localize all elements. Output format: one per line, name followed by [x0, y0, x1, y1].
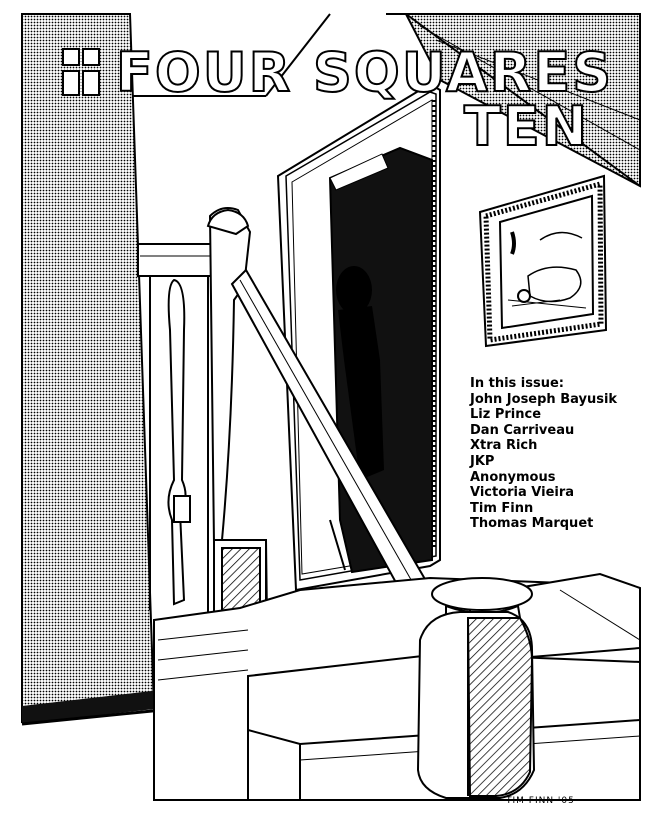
contributor-name: John Joseph Bayusik [470, 391, 618, 407]
contributor-name: Anonymous [470, 469, 556, 485]
artist-signature: TIM FINN '05 [506, 796, 575, 806]
shadow-figure [329, 266, 384, 571]
issue-number: TEN [463, 95, 589, 158]
left-wall [21, 13, 163, 726]
four-squares-logo-icon [62, 48, 102, 98]
contributor-name: Tim Finn [470, 500, 534, 516]
front-newel [416, 577, 536, 799]
framed-picture [478, 174, 608, 348]
background-railing [137, 243, 221, 612]
contributor-name: JKP [470, 453, 495, 469]
contributor-name: Xtra Rich [470, 438, 538, 454]
contributor-name: Victoria Vieira [470, 485, 575, 501]
contributor-name: Dan Carriveau [470, 422, 575, 438]
ceiling-lines [130, 13, 641, 188]
contributor-name: Liz Prince [470, 407, 542, 423]
contents-heading: In this issue: [470, 376, 565, 391]
magazine-title: FOUR SQUARES [115, 41, 614, 104]
contents-list: In this issue: John Joseph Bayusik Liz P… [470, 376, 617, 532]
contributor-name: Thomas Marquet [470, 516, 594, 532]
